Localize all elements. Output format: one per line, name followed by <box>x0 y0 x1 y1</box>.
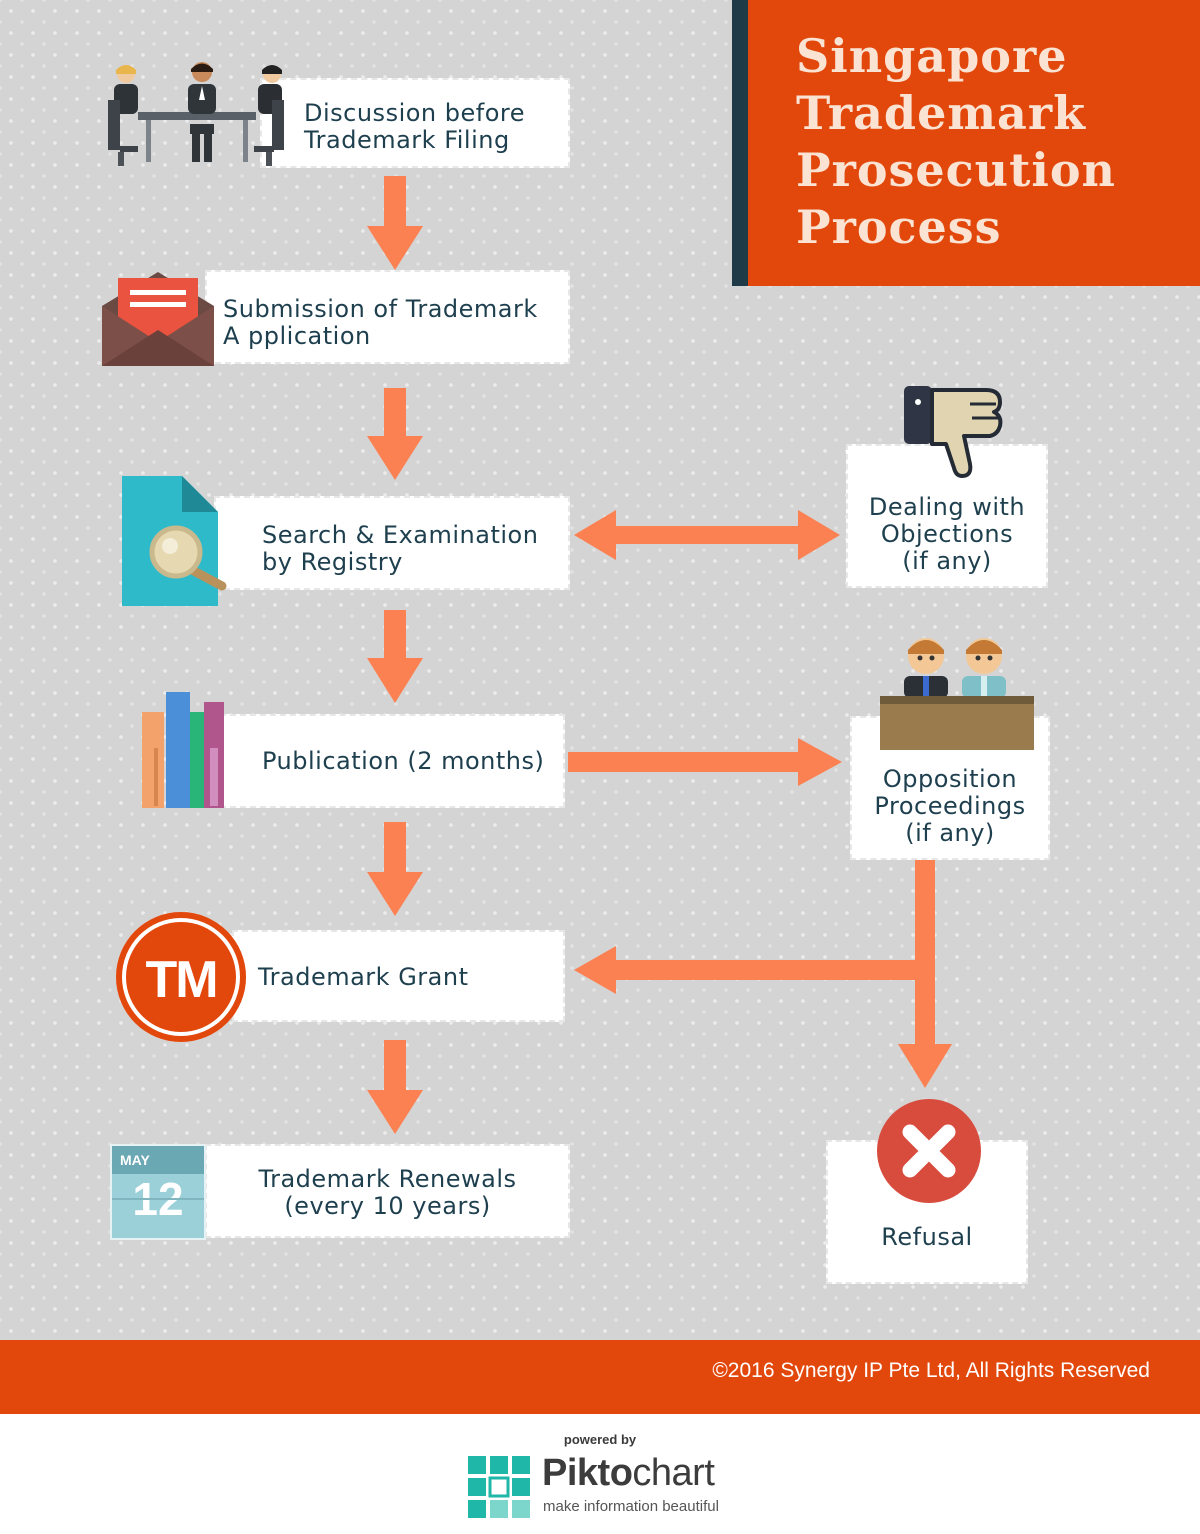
title-line: Singapore <box>796 29 1068 83</box>
arrow-double-objections <box>574 510 840 560</box>
side-objections-line2: Objections <box>880 520 1014 548</box>
thumbs-down-icon <box>904 386 1003 478</box>
step-discussion-line2: Trademark Filing <box>304 126 510 154</box>
step-renewals-line1: Trademark Renewals <box>258 1165 517 1193</box>
refusal-x-icon <box>877 1099 981 1203</box>
step-publication-label: Publication (2 months) <box>262 747 545 775</box>
trademark-icon: TM <box>116 912 246 1042</box>
step-renewals-line2: (every 10 years) <box>284 1192 491 1220</box>
powered-by-label: powered by <box>563 1432 637 1447</box>
step-submission: Submission of Trademark A pplication <box>205 270 570 364</box>
meeting-icon <box>108 62 284 166</box>
arrow-down-2 <box>367 388 423 480</box>
side-objections-line1: Dealing with <box>868 493 1026 521</box>
piktochart-tagline: make information beautiful <box>543 1498 719 1515</box>
arrow-down-4 <box>367 822 423 916</box>
title-line: Prosecution <box>796 143 1116 197</box>
step-grant-label: Trademark Grant <box>258 963 469 991</box>
tm-badge-text: TM <box>145 951 218 1009</box>
step-search: Search & Examination by Registry <box>214 496 570 590</box>
title-accent-bar <box>732 0 748 286</box>
step-renewals: Trademark Renewals (every 10 years) <box>205 1144 570 1238</box>
arrow-down-5 <box>367 1040 423 1134</box>
step-grant: Trademark Grant <box>232 930 565 1022</box>
calendar-month: MAY <box>120 1152 150 1168</box>
arrow-down-1 <box>367 176 423 270</box>
court-judges-icon <box>880 638 1034 750</box>
title-line: Process <box>796 200 1002 254</box>
arrow-right-opposition <box>568 738 842 786</box>
books-icon <box>142 692 224 808</box>
brand-part1: Pikto <box>542 1452 633 1494</box>
page-title: Singapore Trademark Prosecution Process <box>796 28 1196 256</box>
side-objections-line3: (if any) <box>902 547 992 575</box>
footer-bar: ©2016 Synergy IP Pte Ltd, All Rights Res… <box>0 1340 1200 1414</box>
copyright-text: ©2016 Synergy IP Pte Ltd, All Rights Res… <box>712 1359 1150 1382</box>
step-discussion-line1: Discussion before <box>304 99 525 127</box>
step-search-line2: by Registry <box>262 548 403 576</box>
title-panel <box>748 0 1200 286</box>
piktochart-logo-icon <box>468 1456 530 1518</box>
side-opposition-line1: Opposition <box>882 765 1018 793</box>
piktochart-wordmark: Piktochart <box>542 1452 715 1495</box>
calendar-icon: MAY 12 <box>110 1144 206 1240</box>
step-discussion: Discussion before Trademark Filing <box>260 78 570 168</box>
arrow-opposition-branch <box>574 860 952 1088</box>
flow-arrows <box>367 176 952 1134</box>
step-submission-line1: Submission of Trademark <box>223 295 538 323</box>
side-refusal-label: Refusal <box>881 1223 973 1251</box>
step-submission-line2: A pplication <box>223 322 371 350</box>
side-opposition-line3: (if any) <box>905 819 995 847</box>
brand-part2: chart <box>632 1452 715 1494</box>
document-search-icon <box>122 476 227 606</box>
envelope-icon <box>102 272 214 366</box>
step-publication: Publication (2 months) <box>220 714 565 808</box>
title-line: Trademark <box>796 86 1086 140</box>
powered-by-area: powered by Piktochart make information b… <box>0 1414 1200 1534</box>
step-search-line1: Search & Examination <box>262 521 539 549</box>
side-opposition-line2: Proceedings <box>874 792 1026 820</box>
arrow-down-3 <box>367 610 423 703</box>
